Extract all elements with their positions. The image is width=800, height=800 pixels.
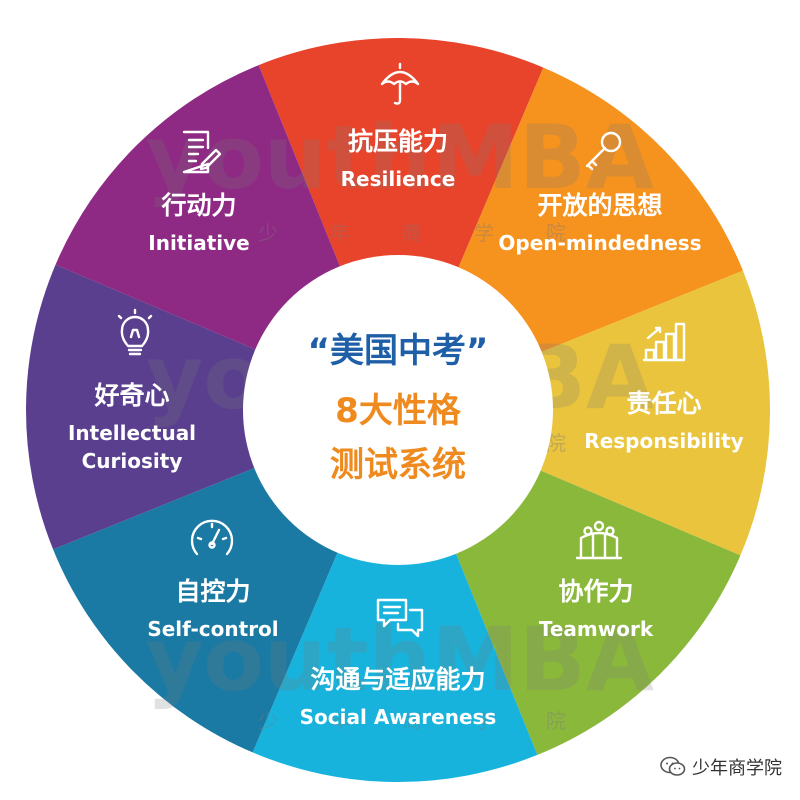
watermark-subtext: 学 [474,221,494,245]
watermark-subtext: 商 [402,221,422,245]
center-line-2: 8大性格 [335,391,462,431]
segment-label-zh-open-mindedness: 开放的思想 [537,191,662,220]
key-icon [585,131,622,171]
team-icon [575,520,623,560]
umbrella-icon [380,62,420,105]
segment-label-en-initiative: Initiative [148,231,249,255]
segment-label-zh-teamwork: 协作力 [558,577,633,606]
segment-label-en-intellectual-curiosity: Curiosity [82,449,183,473]
center-line-3: 测试系统 [330,445,466,485]
watermark-subtext: 少 [258,709,278,733]
center-line-1: “美国中考” [308,331,489,371]
segment-label-en-social-awareness: Social Awareness [300,705,497,729]
brand-footer: 少年商学院 [660,754,782,780]
segment-label-zh-social-awareness: 沟通与适应能力 [310,665,485,694]
segment-intellectual-curiosity [26,264,399,550]
chat-bubbles-icon [376,598,424,638]
watermark-subtext: 院 [546,431,566,455]
segment-label-zh-self-control: 自控力 [175,577,250,606]
segment-social-awareness [252,410,538,782]
segment-label-en-self-control: Self-control [147,617,278,641]
segment-label-zh-initiative: 行动力 [160,191,236,220]
segment-label-zh-responsibility: 责任心 [626,389,701,418]
segment-resilience [258,38,544,411]
watermark-subtext: 年 [330,221,350,245]
watermark-text: youthMBA [146,608,654,711]
segment-label-zh-resilience: 抗压能力 [348,127,448,156]
center-hub: “美国中考” 8大性格 测试系统 [243,255,553,565]
lightbulb-icon [117,308,153,356]
watermark-subtext: 院 [546,221,566,245]
watermark-subtext: 少 [258,221,278,245]
brand-text: 少年商学院 [692,758,782,779]
document-pen-icon [182,130,222,174]
watermark-text: youthMBA [146,106,654,209]
watermark-subtext: 商 [402,709,422,733]
segment-label-en-responsibility: Responsibility [584,429,743,453]
segment-label-en-resilience: Resilience [341,167,456,191]
segment-label-en-intellectual-curiosity: Intellectual [68,421,196,445]
segment-labels: 抗压能力 Resilience 开放的思想 Open-mindedness 责任心 Res… [68,62,744,729]
wechat-icon [660,756,686,776]
segment-label-en-open-mindedness: Open-mindedness [498,231,701,255]
segment-label-zh-intellectual-curiosity: 好奇心 [93,381,169,410]
gauge-icon [190,519,234,556]
bar-steps-icon [642,322,686,362]
watermark-subtext: 年 [330,709,350,733]
segment-label-en-teamwork: Teamwork [539,617,654,641]
center-circle [243,255,553,565]
watermark-subtext: 院 [546,709,566,733]
watermark-subtext: 学 [474,709,494,733]
